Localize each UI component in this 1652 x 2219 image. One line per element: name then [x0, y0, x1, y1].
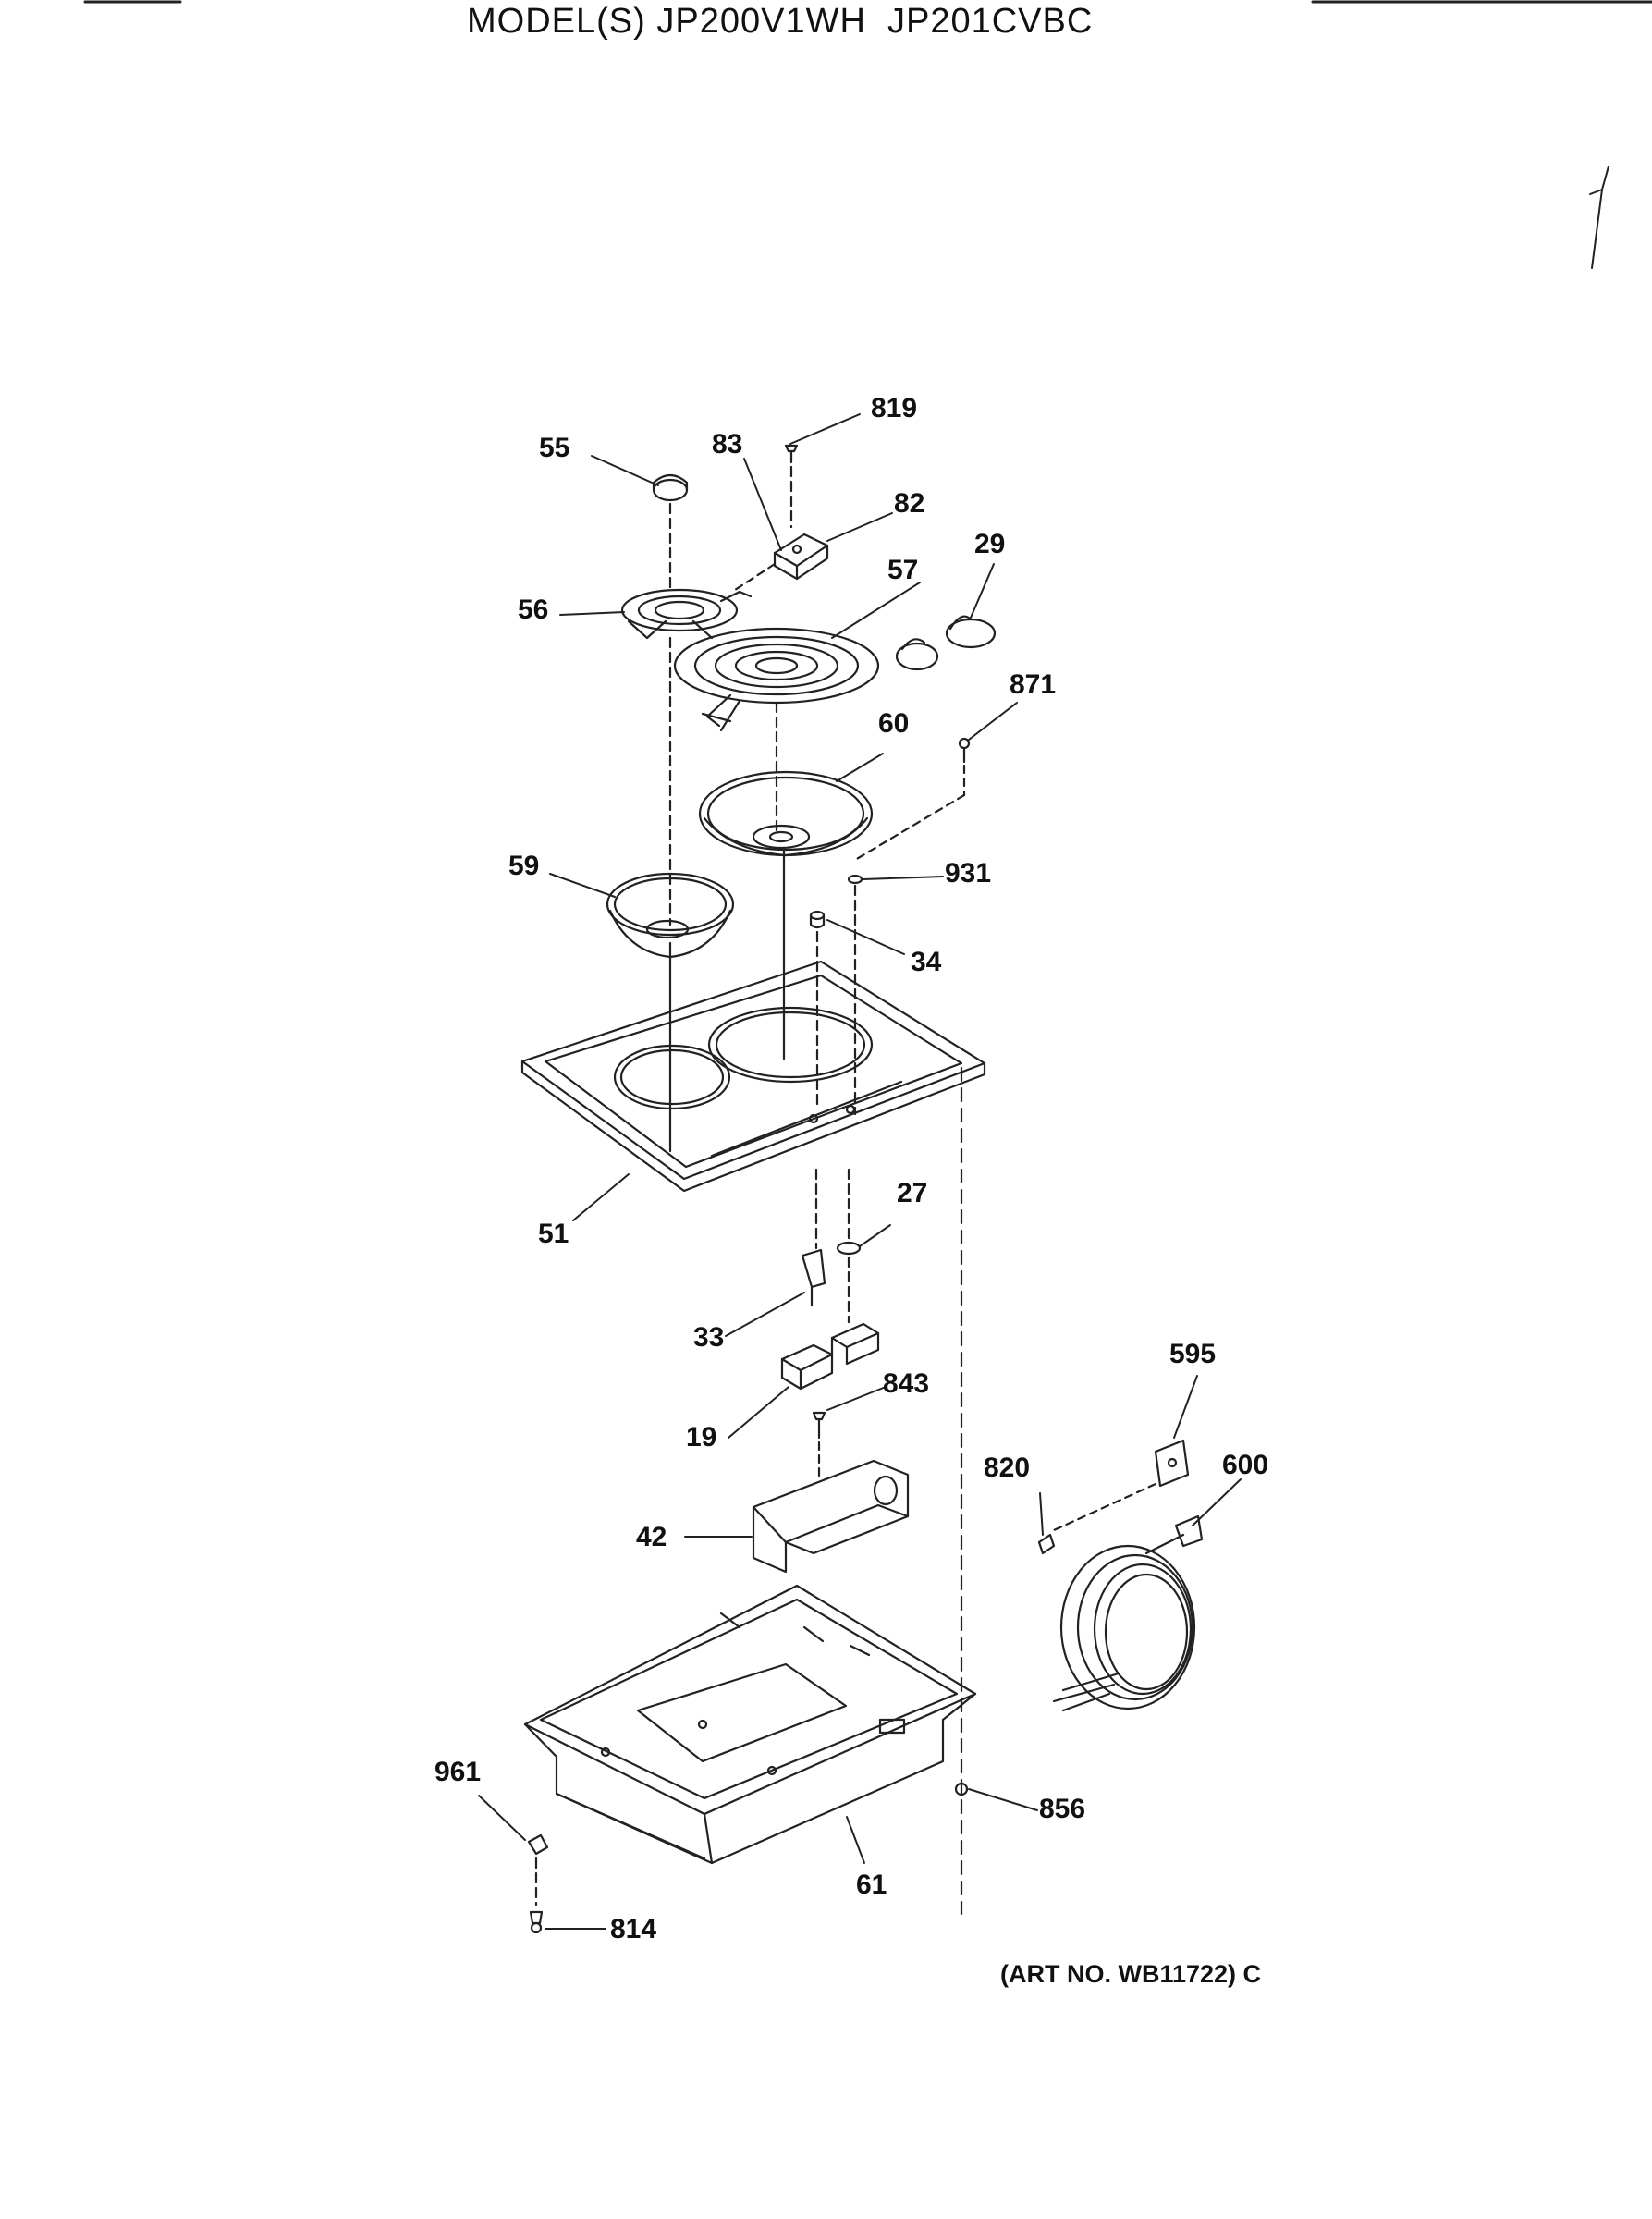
- callout-34: 34: [911, 947, 942, 977]
- part-819-screw: [784, 444, 799, 464]
- part-56-small-element: [620, 588, 753, 640]
- part-871-screw: [958, 737, 971, 764]
- callout-819: 819: [871, 393, 918, 423]
- part-820-screw: [1037, 1533, 1056, 1555]
- part-814-screw: [529, 1910, 544, 1934]
- callout-19: 19: [686, 1422, 717, 1453]
- callout-42: 42: [636, 1522, 667, 1552]
- part-60-large-drip-pan: [698, 770, 874, 857]
- callout-82: 82: [894, 488, 925, 519]
- part-600-power-cord: [1052, 1514, 1204, 1712]
- callout-59: 59: [508, 851, 540, 881]
- part-82-terminal-block: [773, 533, 829, 581]
- callout-595: 595: [1169, 1339, 1217, 1369]
- callout-814: 814: [610, 1914, 657, 1944]
- part-61-bottom-pan: [523, 1584, 977, 1865]
- part-34-bushing: [809, 910, 826, 929]
- callout-856: 856: [1039, 1794, 1086, 1824]
- callout-820: 820: [984, 1453, 1031, 1483]
- callout-27: 27: [897, 1178, 928, 1208]
- part-51-cooktop: [520, 960, 986, 1193]
- callout-931: 931: [945, 858, 992, 889]
- callout-33: 33: [693, 1322, 725, 1353]
- callout-51: 51: [538, 1219, 569, 1249]
- part-19-switches: [780, 1322, 880, 1391]
- callout-871: 871: [1010, 669, 1057, 700]
- callout-56: 56: [518, 595, 549, 625]
- callout-57: 57: [887, 555, 919, 585]
- leader-lines: [478, 413, 1242, 1930]
- callout-843: 843: [883, 1368, 930, 1399]
- part-29-knobs: [895, 615, 997, 671]
- part-931-washer: [847, 874, 863, 885]
- part-27-washer: [836, 1241, 862, 1256]
- part-595-plate: [1154, 1439, 1190, 1488]
- callout-600: 600: [1222, 1450, 1269, 1480]
- callout-29: 29: [974, 529, 1006, 559]
- callout-83: 83: [712, 429, 743, 460]
- callout-60: 60: [878, 708, 910, 739]
- part-42-bracket: [752, 1459, 910, 1574]
- page-title: MODEL(S) JP200V1WH JP201CVBC: [467, 2, 1094, 41]
- callout-61: 61: [856, 1870, 887, 1900]
- callout-961: 961: [434, 1757, 482, 1787]
- callout-55: 55: [539, 433, 570, 463]
- part-57-large-element: [673, 627, 880, 732]
- part-33-infinite-switch: [801, 1248, 826, 1307]
- part-856-nut: [954, 1782, 969, 1796]
- part-55-cap: [652, 473, 689, 502]
- part-843-screw: [812, 1411, 826, 1440]
- part-961-clip: [527, 1833, 549, 1856]
- art-number-caption: (ART NO. WB11722) C: [1000, 1960, 1262, 1988]
